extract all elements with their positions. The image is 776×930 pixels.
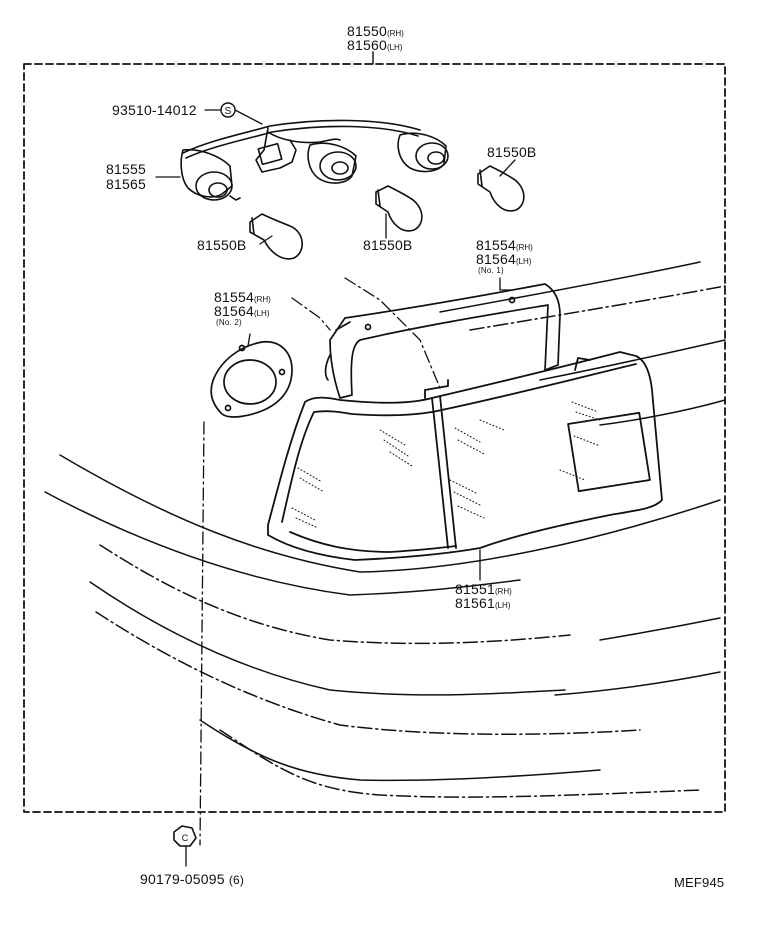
assembly-part-lh: 81560(LH)	[347, 37, 403, 53]
nut: C	[173, 825, 197, 847]
gasket-no1-suffix-lh: (LH)	[515, 257, 532, 266]
socket-1	[180, 148, 241, 201]
bulb-right	[477, 165, 525, 212]
gasket-no2	[210, 341, 293, 418]
socket-part-b: 81565	[106, 176, 146, 192]
lens-part-rh: 81551(RH)	[455, 581, 512, 597]
body-outline	[44, 261, 726, 798]
gasket-no1-part-lh: 81564(LH)	[476, 251, 532, 267]
lens-part-lh: 81561(LH)	[455, 595, 511, 611]
gasket-no2-note: (No. 2)	[216, 318, 242, 327]
gasket-no2-suffix-rh: (RH)	[253, 295, 271, 304]
gasket-no2-part-rh: 81554(RH)	[214, 289, 271, 305]
lens-texture	[291, 401, 601, 529]
nut-qty: (6)	[228, 873, 245, 887]
gasket-no2-part-lh: 81564(LH)	[214, 303, 270, 319]
socket-wire-part: 93510-14012	[112, 102, 197, 118]
bulb-center-part: 81550B	[363, 237, 413, 253]
assembly-border	[23, 51, 726, 813]
gasket-no1	[324, 283, 561, 399]
leader-lines	[155, 109, 516, 867]
gasket-no1-note: (No. 1)	[478, 266, 504, 275]
socket-wire	[182, 119, 421, 173]
gasket-no2-suffix-lh: (LH)	[253, 309, 270, 318]
diagram-code: MEF945	[674, 875, 725, 890]
bulb-left	[249, 213, 303, 260]
assembly-suffix-lh: (LH)	[386, 43, 403, 52]
socket-wire-symbol-text: S	[225, 106, 232, 117]
gasket-no1-part-rh: 81554(RH)	[476, 237, 533, 253]
assembly-part-rh: 81550(RH)	[347, 23, 404, 39]
socket-wire-symbol: S	[220, 102, 236, 118]
socket-2	[307, 142, 357, 184]
socket-3	[397, 132, 449, 173]
bulb-center	[375, 185, 423, 232]
assembly-suffix-rh: (RH)	[386, 29, 404, 38]
socket-part-a: 81555	[106, 161, 146, 177]
lens-suffix-lh: (LH)	[494, 601, 511, 610]
bulb-left-part: 81550B	[197, 237, 247, 253]
lens-suffix-rh: (RH)	[494, 587, 512, 596]
bulb-upper-right-part: 81550B	[487, 144, 537, 160]
gasket-no1-suffix-rh: (RH)	[515, 243, 533, 252]
nut-part: 90179-05095 (6)	[140, 871, 245, 887]
lamp-lens	[267, 351, 663, 561]
nut-symbol-text: C	[182, 833, 189, 843]
